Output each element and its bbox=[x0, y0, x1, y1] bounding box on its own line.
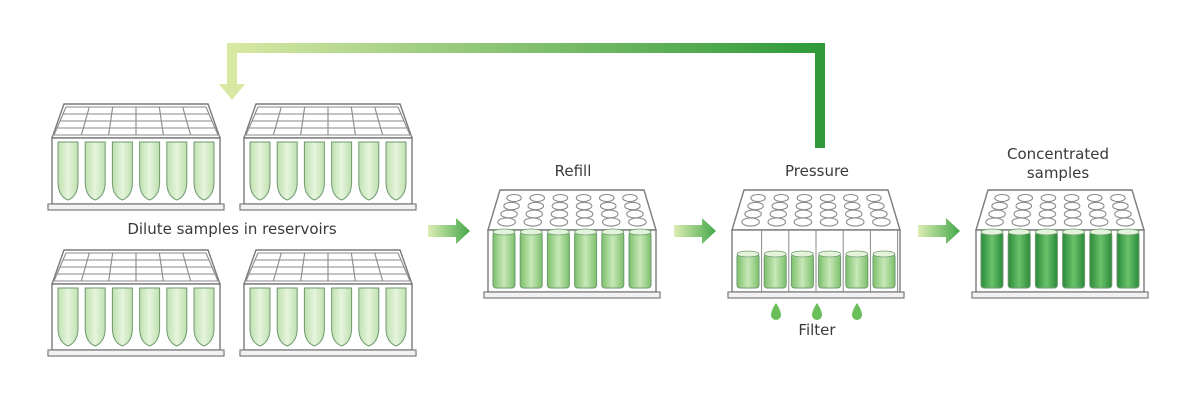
reservoir-plate bbox=[239, 103, 417, 211]
pressure-plate bbox=[727, 189, 905, 299]
refill-plate bbox=[483, 189, 661, 299]
concentrated-plate bbox=[971, 189, 1149, 299]
reservoir-plate bbox=[47, 103, 225, 211]
chevron-arrow-icon bbox=[674, 218, 716, 244]
process-plates bbox=[483, 189, 1149, 299]
droplet-icon bbox=[812, 303, 822, 320]
reservoir-plate bbox=[47, 249, 225, 357]
chevron-arrow-icon bbox=[918, 218, 960, 244]
loop-arrow-icon bbox=[219, 43, 825, 148]
concentrated-label: Concentrated bbox=[1007, 145, 1109, 163]
reservoir-plate bbox=[239, 249, 417, 357]
pressure-label: Pressure bbox=[785, 162, 849, 180]
samples-label: samples bbox=[1027, 164, 1090, 182]
filter-label: Filter bbox=[798, 321, 836, 339]
reservoir-plates bbox=[47, 103, 417, 357]
droplet-icon bbox=[852, 303, 862, 320]
dilute-label: Dilute samples in reservoirs bbox=[127, 220, 336, 238]
refill-label: Refill bbox=[555, 162, 592, 180]
droplet-icon bbox=[771, 303, 781, 320]
chevron-arrow-icon bbox=[428, 218, 470, 244]
